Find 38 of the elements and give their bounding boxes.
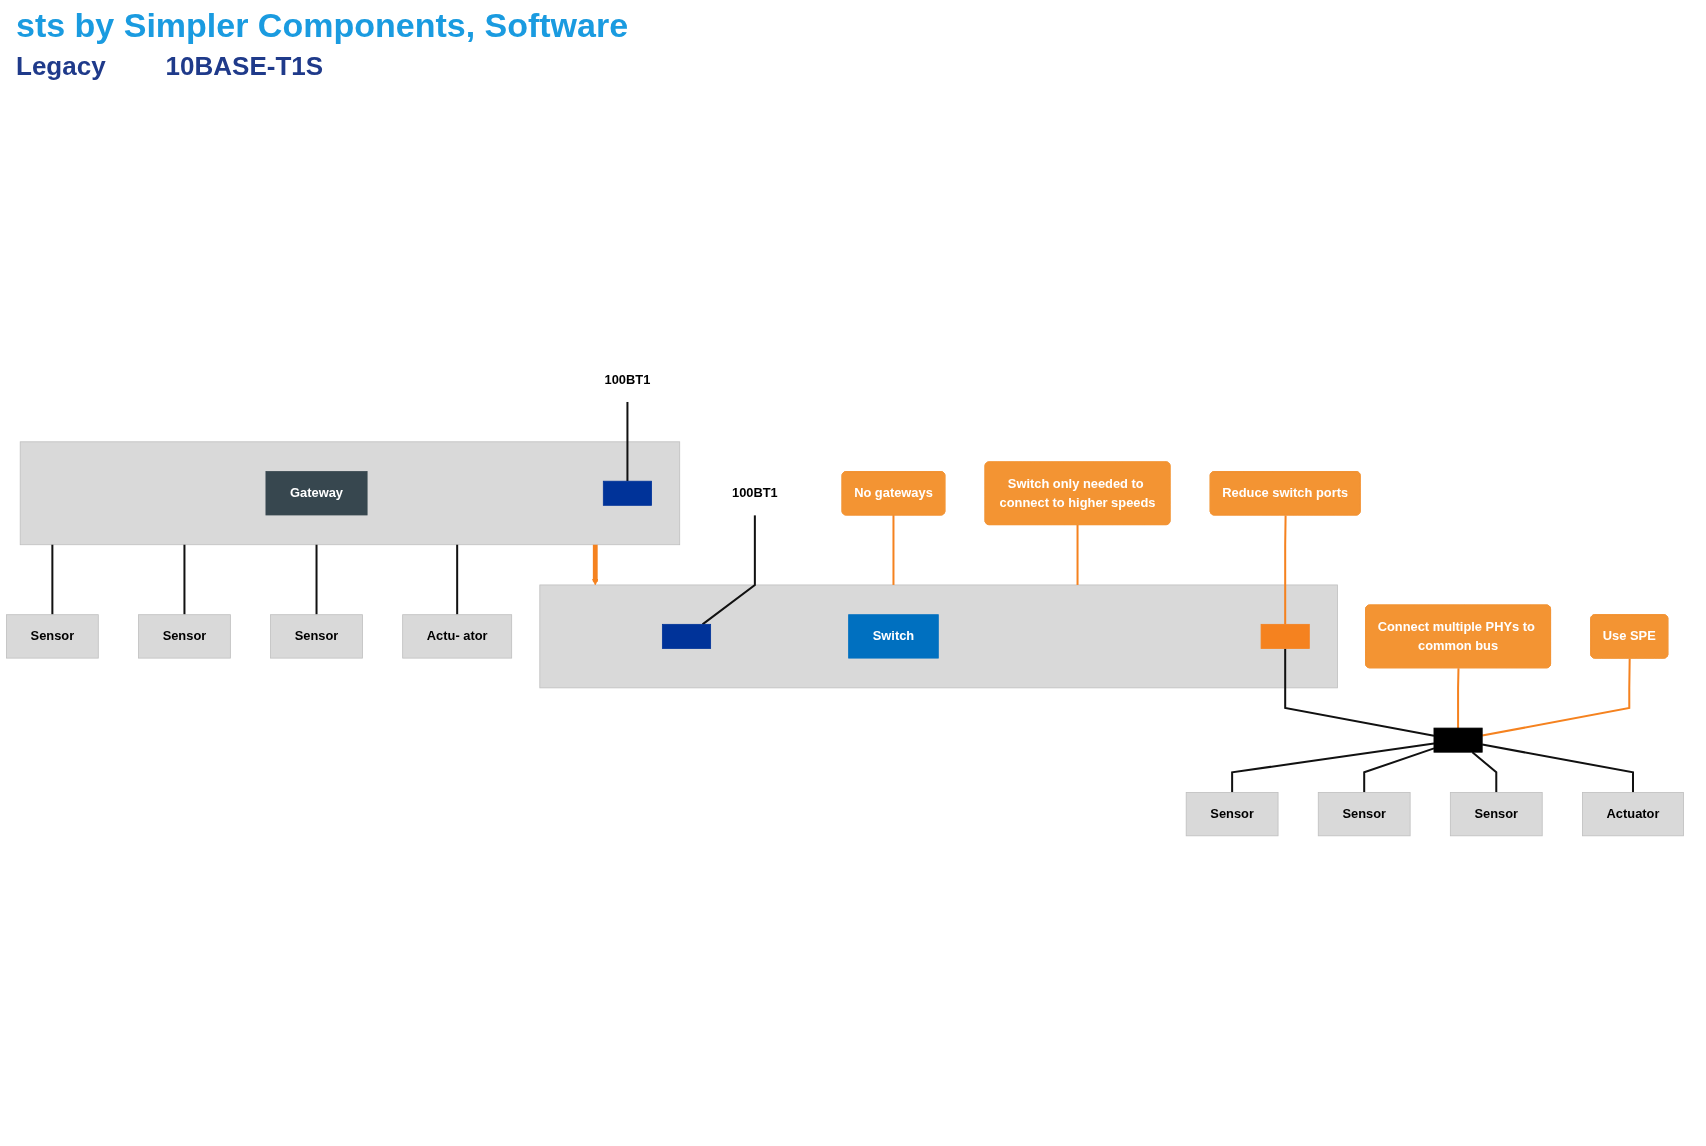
connector <box>1482 743 1634 793</box>
cluster <box>539 584 1338 689</box>
connector <box>1457 668 1460 729</box>
connector <box>1363 747 1435 793</box>
node-box <box>662 623 712 649</box>
node-text: 100BT1 <box>731 486 778 500</box>
connector <box>1284 648 1435 737</box>
connector <box>626 401 629 482</box>
connector <box>315 544 318 615</box>
node-box: Sensor <box>1317 792 1411 837</box>
cluster <box>19 441 681 546</box>
node-box: Sensor <box>6 614 99 659</box>
connector <box>1471 751 1498 793</box>
node-box <box>602 480 652 506</box>
section-label: 10BASE-T1S <box>165 51 324 82</box>
connector <box>701 515 756 626</box>
connector <box>892 515 895 585</box>
connector <box>1231 742 1435 793</box>
node-box: Actu- ator <box>402 614 513 659</box>
connector <box>1482 658 1631 737</box>
connector <box>1076 524 1079 585</box>
node-box: Sensor <box>1185 792 1279 837</box>
node-box: Gateway <box>265 471 368 516</box>
connector <box>183 544 186 615</box>
section-label: Legacy <box>16 51 106 82</box>
connector <box>51 544 54 615</box>
node-box: Sensor <box>1449 792 1543 837</box>
node-box: Sensor <box>270 614 363 659</box>
title: sts by Simpler Components, Software <box>15 5 630 46</box>
arrow <box>591 544 599 586</box>
node-box: Sensor <box>138 614 231 659</box>
node-box: Actuator <box>1582 792 1684 837</box>
node-text: 100BT1 <box>604 372 651 387</box>
node-box: Switch <box>848 614 939 659</box>
connector <box>1284 515 1287 625</box>
connector <box>456 544 459 615</box>
node-box <box>1260 623 1310 649</box>
node-bar <box>1433 727 1483 753</box>
